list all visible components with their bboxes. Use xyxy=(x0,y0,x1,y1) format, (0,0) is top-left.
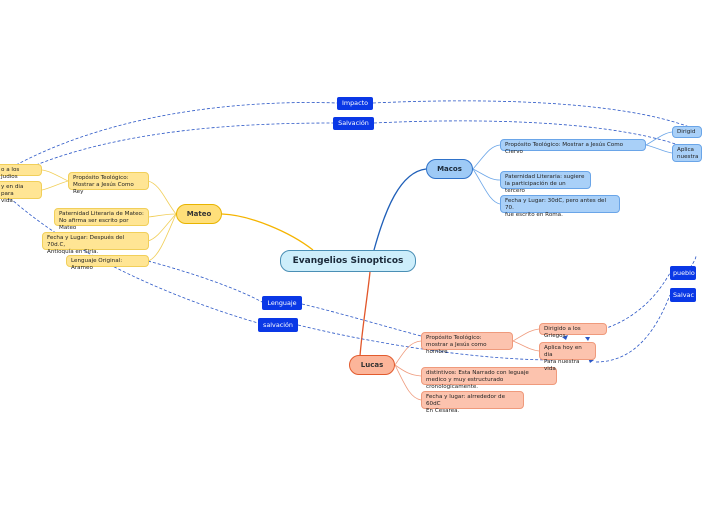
link-mateo-d1 xyxy=(41,169,69,182)
relation-label-pueblo[interactable]: pueblo xyxy=(670,266,696,280)
relation-label-lenguaje[interactable]: Lenguaje xyxy=(262,296,302,310)
link-mateo-1 xyxy=(147,180,177,215)
topic-lucas[interactable]: Lucas xyxy=(349,355,395,375)
central-topic[interactable]: Evangelios Sinopticos xyxy=(280,250,416,272)
link-lucas-3 xyxy=(394,364,422,401)
branch-macos xyxy=(373,168,427,251)
branch-mateo xyxy=(221,213,314,251)
link-mateo-2 xyxy=(147,213,177,218)
link-lucas-2 xyxy=(394,364,422,377)
macos-proposito[interactable]: Propósito Teológico: Mostrar a Jesús Com… xyxy=(500,139,646,155)
link-mateo-d2 xyxy=(41,180,69,191)
link-mateo-3 xyxy=(147,213,177,242)
macos-fecha-lugar[interactable]: Fecha y Lugar: 30dC, pero antes del 70. … xyxy=(500,195,620,218)
arrow-head-4 xyxy=(585,337,590,341)
relation-salvac xyxy=(595,294,671,363)
relation-label-salvac[interactable]: Salvac xyxy=(670,288,696,302)
mateo-lenguaje[interactable]: Lenguaje Original: Arameo xyxy=(66,255,149,271)
arrow-head-3 xyxy=(562,335,568,340)
mateo-paternidad[interactable]: Paternidad Literaria de Mateo: No afirma… xyxy=(54,208,149,231)
link-lucas-d2 xyxy=(512,340,540,352)
link-lucas-1 xyxy=(394,340,422,366)
relation-salvacion-top xyxy=(35,120,693,166)
topic-mateo[interactable]: Mateo xyxy=(176,204,222,224)
mateo-aplica[interactable]: y en dia para vida. xyxy=(0,181,42,204)
lucas-dirigido[interactable]: Dirigido a los Griegos xyxy=(539,323,607,339)
relation-label-salvacion[interactable]: Salvación xyxy=(333,117,374,130)
mateo-fecha-lugar[interactable]: Fecha y Lugar: Después del 70d.C, Antioq… xyxy=(42,232,149,255)
macos-aplica[interactable]: Aplica nuestra xyxy=(672,144,702,162)
link-macos-2 xyxy=(472,168,501,181)
lucas-aplica[interactable]: Aplica hoy en dia Para nuestra vida xyxy=(539,342,596,372)
lucas-fecha-lugar[interactable]: Fecha y lugar: alrrededor de 60dC En Ces… xyxy=(421,391,524,414)
branch-lucas xyxy=(359,271,371,357)
macos-dirigido[interactable]: Dirigid xyxy=(672,126,702,138)
mateo-dirigido[interactable]: o a los Judios xyxy=(0,164,42,180)
lucas-distintivos[interactable]: distintivos: Esta Narrado con leguaje me… xyxy=(421,367,557,390)
relation-impacto xyxy=(15,100,693,166)
mateo-proposito[interactable]: Propósito Teológico: Mostrar a Jesús Com… xyxy=(68,172,149,195)
relation-label-impacto[interactable]: Impacto xyxy=(337,97,373,110)
relation-label-salvacion-low[interactable]: salvación xyxy=(258,318,298,332)
link-mateo-4 xyxy=(147,213,177,262)
link-lucas-d1 xyxy=(512,328,540,342)
link-macos-d1 xyxy=(645,131,673,146)
link-macos-3 xyxy=(472,168,501,205)
relation-salvacion-low xyxy=(9,197,556,361)
lucas-proposito[interactable]: Propósito Teológico: mostrar a Jesús com… xyxy=(421,332,513,355)
link-macos-1 xyxy=(472,144,501,170)
macos-paternidad[interactable]: Paternidad Literaria: sugiere la partici… xyxy=(500,171,591,194)
topic-macos[interactable]: Macos xyxy=(426,159,473,179)
link-macos-d2 xyxy=(645,144,673,154)
relation-lenguaje xyxy=(147,260,422,337)
